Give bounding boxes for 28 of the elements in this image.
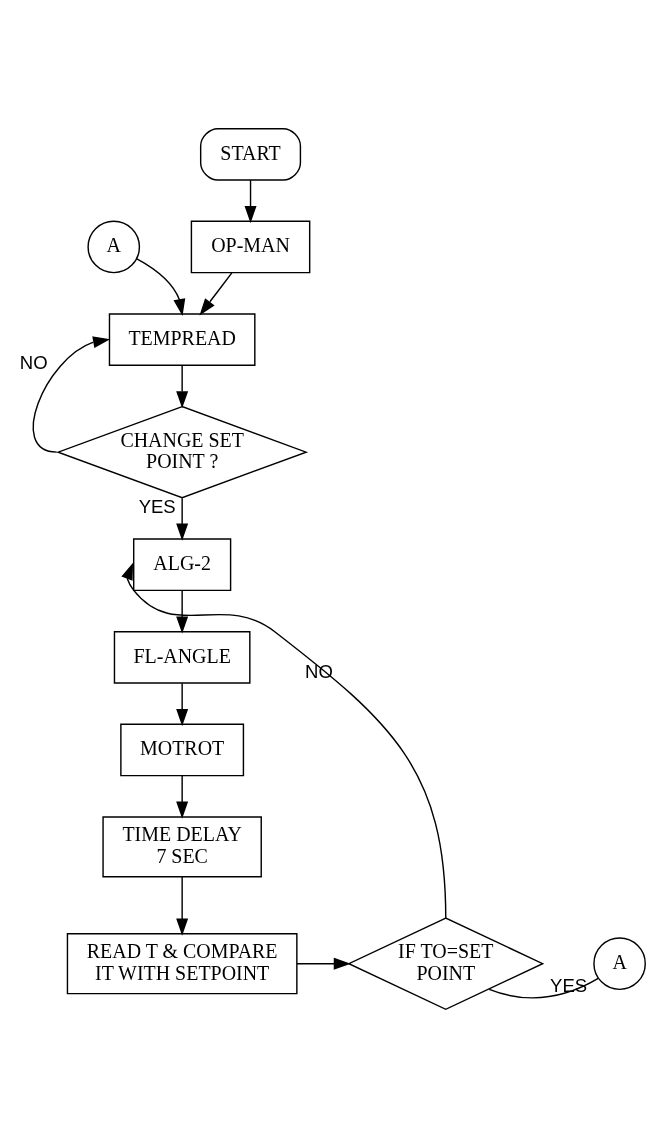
- node-box: TEMPREAD: [108, 312, 256, 366]
- node-box: ALG-2: [133, 537, 232, 591]
- arrow: [121, 562, 447, 919]
- arrow: [176, 682, 189, 726]
- node-box: MOTROT: [120, 723, 245, 776]
- node-box: TIME DELAY 7 SEC: [102, 815, 262, 877]
- node-circle: A: [593, 936, 646, 990]
- node-box: READ T & COMPARE IT WITH SETPOINT: [66, 932, 298, 994]
- arrow: [296, 957, 351, 970]
- arrow: [32, 335, 111, 453]
- arrow: [136, 257, 186, 316]
- node-box: FL-ANGLE: [113, 630, 251, 684]
- arrow: [176, 875, 189, 936]
- edge-label: YES: [550, 974, 588, 996]
- arrow: [176, 774, 189, 819]
- arrow: [199, 271, 233, 315]
- node-circle: A: [87, 220, 141, 273]
- node-diamond: IF TO=SET POINT: [347, 916, 545, 1010]
- connector: [488, 977, 599, 999]
- arrow: [176, 364, 189, 408]
- edge-label: YES: [138, 495, 176, 517]
- arrow: [176, 589, 189, 634]
- edge-label: NO: [19, 351, 48, 373]
- node-box: START: [199, 127, 302, 181]
- arrow: [176, 497, 189, 541]
- node-box: OP-MAN: [190, 220, 311, 273]
- node-diamond: CHANGE SET POINT ?: [56, 405, 309, 498]
- arrow: [244, 179, 257, 223]
